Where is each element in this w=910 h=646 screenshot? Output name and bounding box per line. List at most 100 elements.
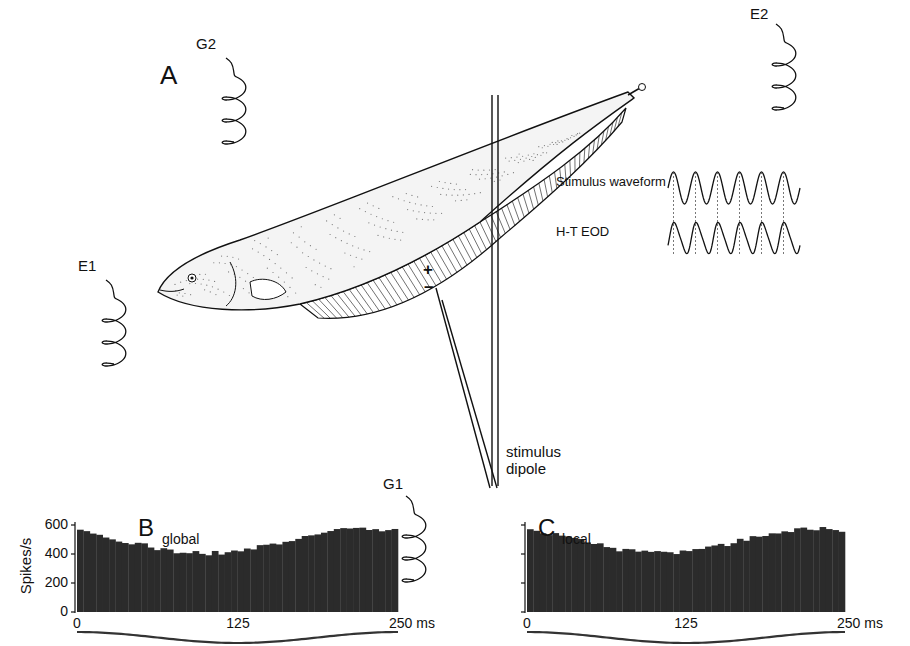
skin-stipple: [227, 256, 228, 257]
histogram-bar: [527, 529, 534, 612]
histogram-bar: [359, 528, 366, 612]
skin-stipple: [199, 274, 200, 275]
histogram-bar: [591, 544, 598, 612]
skin-stipple: [265, 246, 266, 247]
skin-stipple: [402, 232, 403, 233]
dipole-wire: [497, 95, 498, 486]
skin-stipple: [483, 170, 484, 171]
skin-stipple: [253, 277, 254, 278]
skin-stipple: [330, 268, 331, 269]
skin-stipple: [579, 133, 580, 134]
histogram-bar: [173, 553, 180, 612]
skin-stipple: [287, 296, 288, 297]
skin-stipple: [442, 188, 443, 189]
tick-label: 250 ms: [389, 616, 435, 631]
skin-stipple: [446, 194, 447, 195]
fin-ray: [618, 113, 622, 127]
skin-stipple: [526, 157, 527, 158]
skin-stipple: [407, 209, 408, 210]
histogram-bar: [167, 550, 174, 612]
skin-stipple: [356, 257, 357, 258]
skin-stipple: [566, 138, 567, 139]
fin-ray: [402, 267, 419, 295]
skin-stipple: [422, 219, 423, 220]
skin-stipple: [310, 245, 311, 246]
skin-stipple: [382, 218, 383, 219]
skin-stipple: [260, 243, 261, 244]
histogram-bar: [135, 543, 142, 612]
skin-stipple: [509, 161, 510, 162]
skin-stipple: [177, 295, 178, 296]
histogram-bar: [648, 552, 655, 612]
fin-ray: [614, 118, 618, 132]
skin-stipple: [571, 135, 572, 136]
histogram-bar: [270, 544, 277, 612]
skin-stipple: [480, 192, 481, 193]
histogram-bar: [321, 533, 328, 612]
skin-stipple: [232, 257, 233, 258]
skin-stipple: [373, 205, 374, 206]
skin-stipple: [210, 291, 211, 292]
histogram-bar: [654, 551, 661, 612]
skin-stipple: [397, 231, 398, 232]
skin-stipple: [367, 202, 368, 203]
skin-stipple: [502, 175, 503, 176]
skin-stipple: [190, 294, 191, 295]
skin-stipple: [212, 286, 213, 287]
skin-stipple: [304, 241, 305, 242]
histogram-bar: [705, 547, 712, 612]
skin-stipple: [468, 194, 469, 195]
histogram-bar: [622, 549, 629, 612]
histogram-bar: [597, 543, 604, 612]
skin-stipple: [570, 137, 571, 138]
electrode-label: E2: [750, 6, 768, 23]
histogram-bar: [699, 549, 706, 612]
histogram-bar: [832, 530, 839, 612]
skin-stipple: [370, 214, 371, 215]
histogram-bar: [308, 535, 315, 612]
skin-stipple: [568, 139, 569, 140]
histogram-bar: [315, 534, 322, 612]
fin-ray: [512, 201, 519, 221]
skin-stipple: [481, 174, 482, 175]
phase-marker: [695, 172, 696, 256]
histogram-bar: [565, 536, 572, 612]
histogram-bar: [692, 549, 699, 612]
skin-stipple: [547, 146, 548, 147]
skin-stipple: [254, 240, 255, 241]
skin-stipple: [350, 255, 351, 256]
skin-stipple: [319, 263, 320, 264]
skin-stipple: [431, 186, 432, 187]
fin-ray: [312, 301, 330, 318]
skin-stipple: [542, 152, 543, 153]
fin-ray: [373, 280, 391, 307]
histogram-bar: [794, 528, 801, 612]
skin-stipple: [433, 219, 434, 220]
histogram-bar: [572, 538, 579, 612]
skin-stipple: [518, 162, 519, 163]
histogram-bar: [392, 529, 399, 612]
skin-stipple: [236, 266, 237, 267]
skin-stipple: [437, 187, 438, 188]
histogram-bar: [77, 530, 84, 612]
fin-ray: [610, 122, 613, 136]
skin-stipple: [418, 211, 419, 212]
skin-stipple: [537, 154, 538, 155]
fin-ray: [361, 285, 379, 311]
fin-ray: [337, 294, 355, 317]
skin-stipple: [383, 236, 384, 237]
skin-stipple: [292, 277, 293, 278]
skin-stipple: [415, 203, 416, 204]
skin-stipple: [444, 182, 445, 183]
histogram-bar: [737, 539, 744, 612]
skin-stipple: [392, 196, 393, 197]
polarity-sign: −: [424, 279, 434, 298]
y-axis: [74, 522, 75, 613]
skin-stipple: [238, 258, 239, 259]
skin-stipple: [441, 213, 442, 214]
fin-ray: [475, 226, 487, 250]
signal-name: H-T EOD: [556, 225, 609, 239]
histogram-bar: [276, 544, 283, 612]
histogram-bar: [244, 549, 251, 612]
fin-ray: [539, 183, 543, 201]
